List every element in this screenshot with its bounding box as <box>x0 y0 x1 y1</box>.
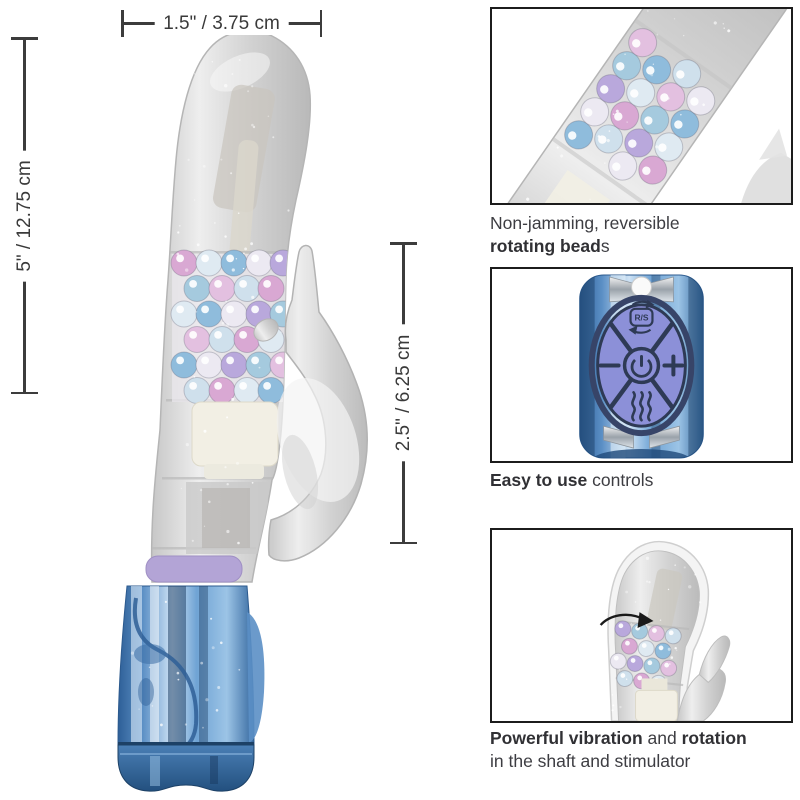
dimension-label-stimulator-length: 2.5" / 6.25 cm <box>392 324 415 462</box>
dimension-total-length: 5" / 12.75 cm <box>11 37 38 394</box>
purple-collar <box>145 555 243 583</box>
caption-text: controls <box>587 470 654 490</box>
caption-text: Non-jamming, reversible <box>490 213 680 233</box>
rabbit-ear <box>676 667 726 721</box>
controls-closeup: R/S <box>579 274 704 459</box>
inner-mechanism <box>191 401 279 467</box>
shaft <box>150 29 312 583</box>
caption-text: s <box>600 236 610 256</box>
rabbit-ear-glimpse <box>741 152 791 203</box>
caption-rotating-beads: Non-jamming, reversible rotating beads <box>490 212 796 258</box>
plus-icon <box>662 354 685 377</box>
rotation-speed-button-icon: R/S <box>628 299 655 335</box>
feature-panel-rotating-beads <box>490 7 793 205</box>
caption-vibration-rotation: Powerful vibration and rotation in the s… <box>490 727 796 773</box>
product-illustration <box>117 29 368 792</box>
caption-text-bold: Easy to use <box>490 470 588 490</box>
caption-text-bold: rotation <box>681 728 747 748</box>
caption-text: in the shaft and stimulator <box>490 751 691 771</box>
caption-text-bold: Powerful vibration <box>490 728 643 748</box>
power-button-icon <box>622 346 661 385</box>
feature-panel-vibration-rotation <box>490 528 793 723</box>
dimension-label-width: 1.5" / 3.75 cm <box>154 12 289 35</box>
beads-closeup <box>498 9 791 203</box>
vibration-waves-icon <box>631 391 652 422</box>
bottom-cap <box>117 744 255 792</box>
handle-ornament <box>132 597 199 744</box>
svg-text:R/S: R/S <box>634 313 648 323</box>
dimension-label-total-length: 5" / 12.75 cm <box>13 149 36 282</box>
dimension-stimulator-length: 2.5" / 6.25 cm <box>390 242 417 544</box>
caption-controls: Easy to use controls <box>490 469 796 492</box>
rotation-arrow-icon <box>599 612 654 628</box>
caption-text-bold: rotating bead <box>490 236 601 256</box>
tip-highlight <box>210 52 270 92</box>
feature-panel-controls: R/S <box>490 267 793 463</box>
control-pad-bezel <box>588 294 695 437</box>
handle <box>117 585 265 792</box>
glitter <box>173 59 290 545</box>
caption-text: and <box>642 728 682 748</box>
cap-ridge <box>118 742 254 745</box>
rotation-demo <box>599 540 731 721</box>
dimension-top-width: 1.5" / 3.75 cm <box>121 10 322 37</box>
rabbit-stimulator <box>253 244 368 562</box>
rotating-beads <box>170 249 297 404</box>
